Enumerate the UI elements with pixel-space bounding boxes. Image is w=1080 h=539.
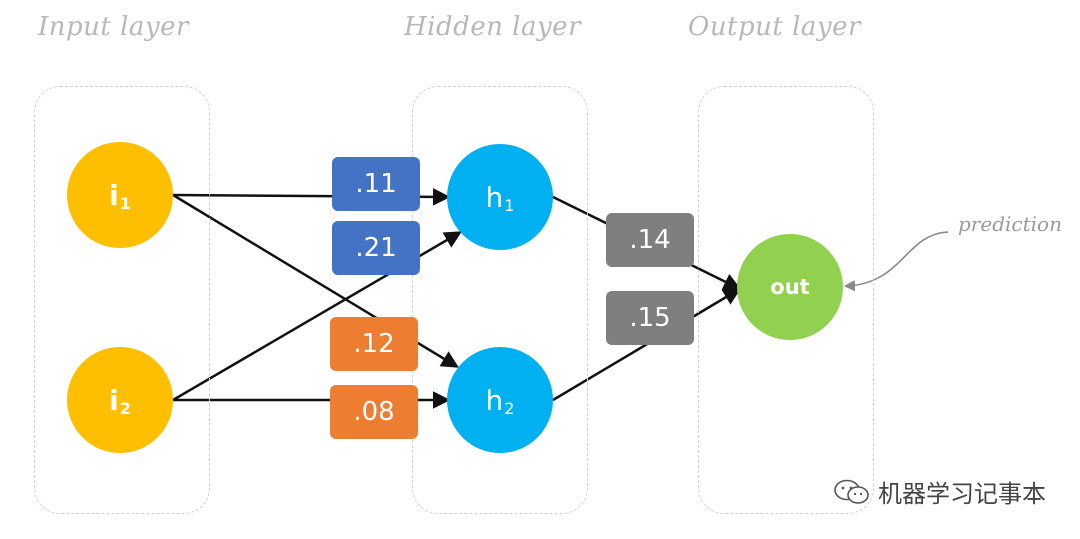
prediction-label: prediction [958, 212, 1062, 236]
weight-i2-h1: .21 [332, 221, 420, 275]
node-h2-label: h [485, 383, 504, 417]
watermark: 机器学习记事本 [832, 474, 1046, 509]
weight-h2-out: .15 [606, 291, 694, 345]
node-i1-subscript: 1 [119, 193, 131, 213]
output-layer-title: Output layer [688, 12, 861, 42]
edge-h2-out [552, 288, 742, 402]
node-i2-label: i [109, 383, 119, 417]
input-layer-title: Input layer [38, 12, 189, 42]
node-h2-subscript: 2 [504, 398, 515, 418]
node-i2-subscript: 2 [119, 398, 131, 418]
weight-i1-h2: .12 [330, 317, 418, 371]
hidden-layer-title: Hidden layer [404, 12, 581, 42]
prediction-arrow [843, 231, 949, 292]
weight-h1-out: .14 [606, 213, 694, 267]
node-h1-subscript: 1 [504, 195, 515, 215]
hidden-layer-box [412, 86, 588, 514]
watermark-text: 机器学习记事本 [878, 480, 1046, 508]
node-i1-label: i [109, 178, 119, 212]
input-layer-box [34, 86, 210, 514]
node-h1-label: h [485, 180, 504, 214]
weight-i2-h2: .08 [330, 385, 418, 439]
weight-i1-h1: .11 [332, 157, 420, 211]
node-out-label: out [770, 275, 810, 299]
wechat-icon [834, 479, 869, 504]
output-layer-box [698, 86, 874, 514]
node-out: out [737, 234, 843, 340]
